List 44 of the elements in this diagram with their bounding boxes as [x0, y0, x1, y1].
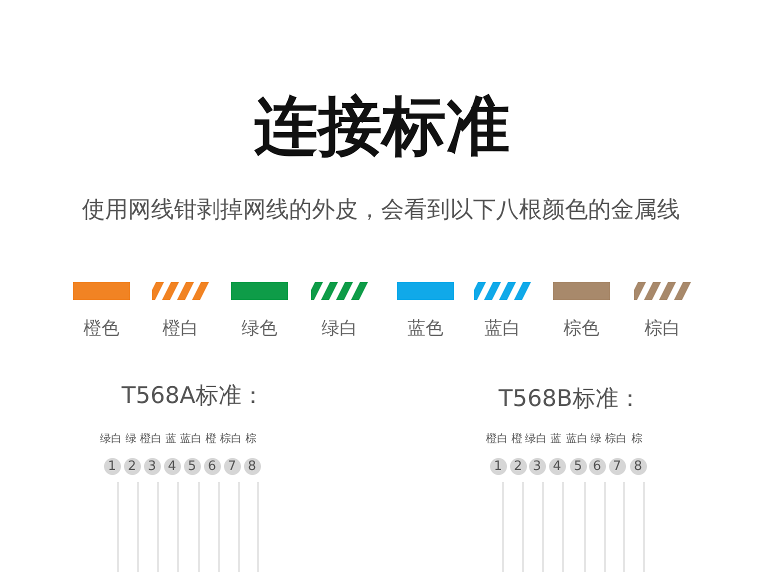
numbered-circle: 2 [510, 458, 526, 474]
wire-color-label: 橙白 [140, 433, 162, 444]
wire-color-label: 蓝 [166, 433, 176, 444]
numbered-circle: 6 [588, 458, 606, 474]
wire-color-label: 绿 [126, 433, 136, 444]
legend-label: 绿色 [242, 320, 278, 338]
numbered-circle: 1 [490, 458, 506, 474]
numbered-circle: 8 [244, 458, 260, 474]
numbered-circle: 4 [548, 458, 566, 474]
legend-label: 橙白 [162, 320, 198, 338]
wire-color-label: 橙白 [486, 433, 508, 444]
subtitle-text: 使用网线钳剥掉网线的外皮，会看到以下八根颜色的金属线 [82, 199, 680, 222]
legend-label: 蓝白 [484, 320, 520, 338]
legend-label: 蓝色 [408, 320, 444, 338]
numbered-circle: 7 [608, 458, 626, 474]
wire-color-label: 绿白 [100, 433, 122, 444]
numbered-circle: 6 [204, 458, 220, 474]
numbered-circle: 5 [184, 458, 200, 474]
numbered-circle: 4 [164, 458, 180, 474]
wire-color-label: 橙 [512, 433, 522, 444]
wire-color-label: 棕 [632, 433, 642, 444]
wire-color-label: 蓝白 [566, 433, 588, 444]
numbered-circle: 1 [104, 458, 120, 474]
wire-color-label: 棕白 [605, 433, 627, 444]
wire-color-label: 棕白 [220, 433, 242, 444]
wire-color-label: 蓝 [550, 433, 562, 444]
wire-color-label: 绿白 [525, 433, 547, 444]
wire-color-label: 蓝白 [180, 433, 202, 444]
wire-color-label: 橙 [206, 433, 216, 444]
standard-heading: T568A标准： [122, 385, 264, 408]
legend-label: 棕色 [564, 320, 600, 338]
legend-label: 绿白 [322, 320, 358, 338]
numbered-circle: 2 [124, 458, 140, 474]
legend-label: 棕白 [644, 320, 680, 338]
numbered-circle: 5 [570, 458, 586, 474]
standard-heading: T568B标准： [498, 388, 642, 411]
page-title: 连接标准 [254, 95, 510, 159]
numbered-circle: 8 [630, 458, 646, 474]
wire-color-label: 绿 [590, 433, 602, 444]
legend-label: 橙色 [84, 320, 120, 338]
numbered-circle: 3 [528, 458, 546, 474]
numbered-circle: 3 [144, 458, 160, 474]
numbered-circle: 7 [224, 458, 240, 474]
wire-color-label: 棕 [246, 433, 256, 444]
